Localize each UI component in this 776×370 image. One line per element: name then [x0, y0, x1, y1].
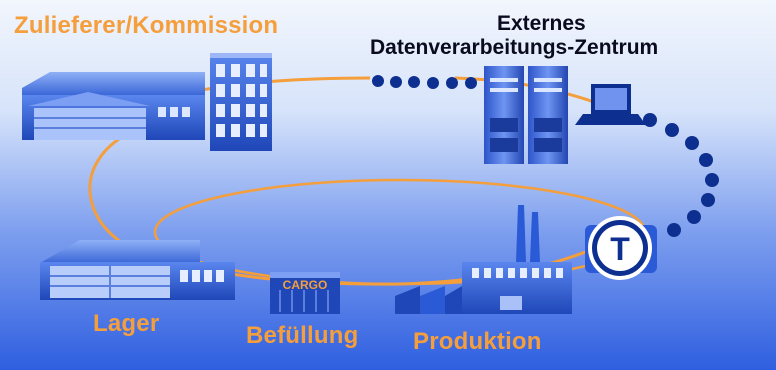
factory-icon	[395, 205, 572, 314]
cargo-container-icon: CARGO	[270, 272, 340, 314]
filling-label: Befüllung	[246, 322, 359, 349]
lager-warehouse-icon	[40, 240, 235, 300]
transmitter-node-icon: T	[585, 216, 657, 280]
data-link-dots	[372, 75, 719, 237]
datacenter-label-line1: Externes	[497, 12, 586, 35]
datacenter-label-line2: Datenverarbeitungs-Zentrum	[370, 36, 659, 59]
container-label: CARGO	[283, 278, 328, 292]
laptop-icon	[575, 84, 646, 125]
supplier-warehouse-icon	[22, 72, 205, 140]
production-label: Produktion	[413, 328, 542, 355]
node-letter: T	[610, 231, 630, 267]
supplier-label: Zulieferer/Kommission	[14, 12, 279, 39]
server-rack-icon	[484, 66, 568, 164]
warehouse-label: Lager	[93, 310, 160, 337]
office-tower-icon	[210, 53, 272, 151]
